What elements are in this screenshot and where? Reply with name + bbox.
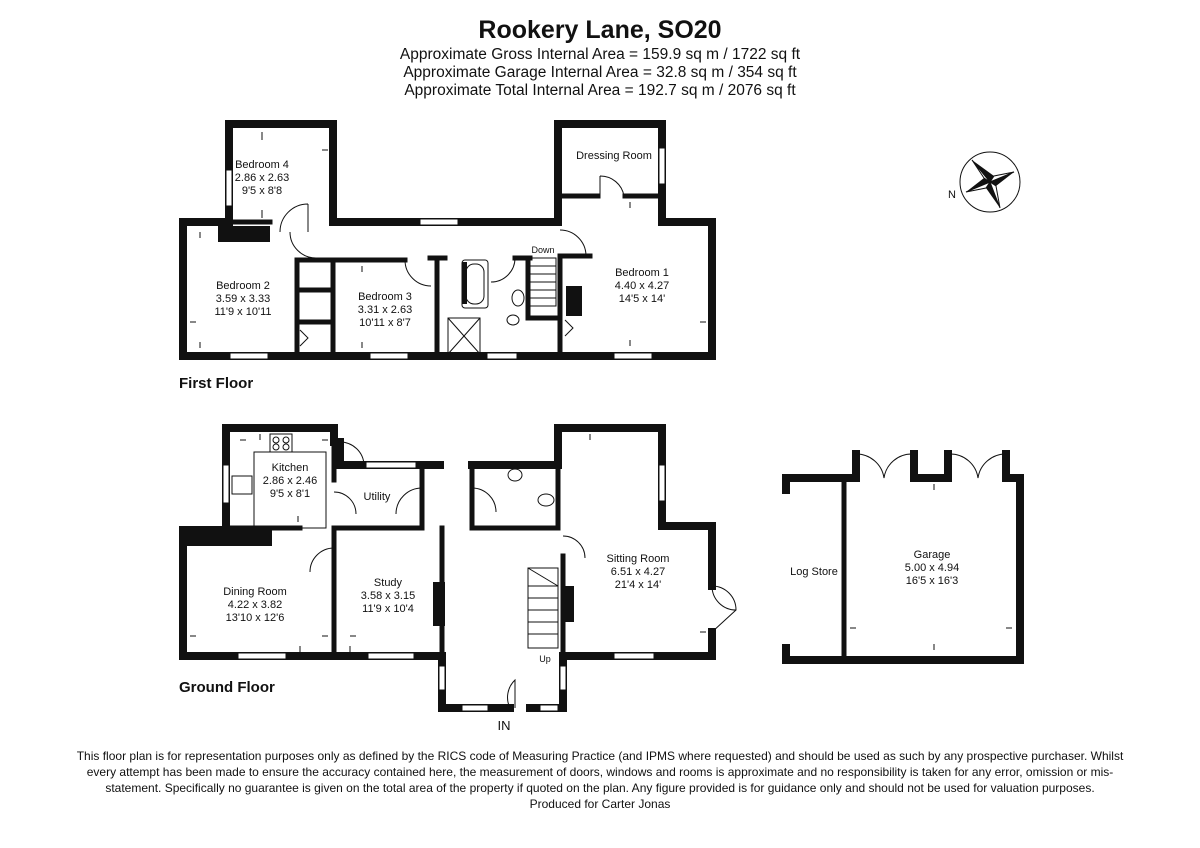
window	[365, 461, 417, 469]
bedroom-2-imperial: 11'9 x 10'11	[214, 306, 271, 318]
garage-internal-area: Approximate Garage Internal Area = 32.8 …	[403, 64, 797, 81]
bedroom-4-metric: 2.86 x 2.63	[235, 172, 289, 184]
first-floor-label: First Floor	[179, 375, 253, 392]
window	[419, 218, 459, 226]
floor-plan: Bedroom 4 2.86 x 2.63 9'5 x 8'8 Bedroom …	[179, 120, 1024, 733]
produced-for: Produced for Carter Jonas	[529, 797, 671, 811]
bedroom-3-label: Bedroom 3	[358, 291, 412, 303]
disclaimer-text: This floor plan is for representation pu…	[70, 748, 1130, 812]
garage-imperial: 16'5 x 16'3	[906, 575, 959, 587]
ground-floor: Kitchen 2.86 x 2.46 9'5 x 8'1 Utility Di…	[179, 424, 737, 733]
window	[613, 652, 655, 660]
window	[486, 352, 518, 360]
study-metric: 3.58 x 3.15	[361, 590, 415, 602]
dining-room-label: Dining Room	[223, 586, 287, 598]
bedroom-1-imperial: 14'5 x 14'	[619, 293, 665, 305]
north-label: N	[948, 189, 956, 201]
bedroom-4-imperial: 9'5 x 8'8	[242, 185, 282, 197]
window	[658, 464, 666, 502]
stairs-up-label: Up	[539, 654, 551, 664]
bedroom-2-label: Bedroom 2	[216, 280, 270, 292]
window	[225, 169, 233, 207]
dining-room-metric: 4.22 x 3.82	[228, 599, 282, 611]
dressing-room-label: Dressing Room	[576, 150, 652, 162]
garage-building: Log Store Garage 5.00 x 4.94 16'5 x 16'3	[782, 450, 1024, 664]
bedroom-1-label: Bedroom 1	[615, 267, 669, 279]
window	[367, 652, 415, 660]
garage-label: Garage	[914, 549, 951, 561]
window	[461, 704, 489, 712]
window	[237, 652, 287, 660]
window	[369, 352, 409, 360]
bedroom-4-label: Bedroom 4	[235, 159, 289, 171]
window	[539, 704, 559, 712]
stairs-up	[527, 567, 559, 649]
window	[438, 665, 446, 691]
dining-room-imperial: 13'10 x 12'6	[226, 612, 285, 624]
first-floor: Bedroom 4 2.86 x 2.63 9'5 x 8'8 Bedroom …	[179, 120, 716, 392]
study-label: Study	[374, 577, 403, 589]
sitting-room-label: Sitting Room	[607, 553, 670, 565]
entrance-label: IN	[498, 718, 511, 733]
total-internal-area: Approximate Total Internal Area = 192.7 …	[404, 82, 796, 99]
sitting-room-imperial: 21'4 x 14'	[615, 579, 661, 591]
sitting-room-metric: 6.51 x 4.27	[611, 566, 665, 578]
disclaimer-body: This floor plan is for representation pu…	[76, 749, 1124, 795]
stairs-down	[529, 257, 557, 307]
bedroom-3-imperial: 10'11 x 8'7	[359, 317, 411, 329]
bedroom-3-metric: 3.31 x 2.63	[358, 304, 412, 316]
study-imperial: 11'9 x 10'4	[362, 603, 414, 615]
bedroom-1-metric: 4.40 x 4.27	[615, 280, 669, 292]
bedroom-2-metric: 3.59 x 3.33	[216, 293, 270, 305]
ground-floor-label: Ground Floor	[179, 679, 275, 696]
stairs-down-label: Down	[531, 245, 554, 255]
kitchen-label: Kitchen	[272, 462, 309, 474]
garage-metric: 5.00 x 4.94	[905, 562, 959, 574]
gross-internal-area: Approximate Gross Internal Area = 159.9 …	[399, 46, 801, 63]
utility-label: Utility	[364, 491, 391, 503]
compass-rose-icon: N	[948, 151, 1021, 213]
window	[222, 464, 230, 504]
page-title: Rookery Lane, SO20	[478, 16, 722, 44]
log-store-label: Log Store	[790, 566, 838, 578]
kitchen-metric: 2.86 x 2.46	[263, 475, 317, 487]
window	[658, 147, 666, 185]
kitchen-imperial: 9'5 x 8'1	[270, 488, 310, 500]
window	[229, 352, 269, 360]
window	[559, 665, 567, 691]
window	[613, 352, 653, 360]
